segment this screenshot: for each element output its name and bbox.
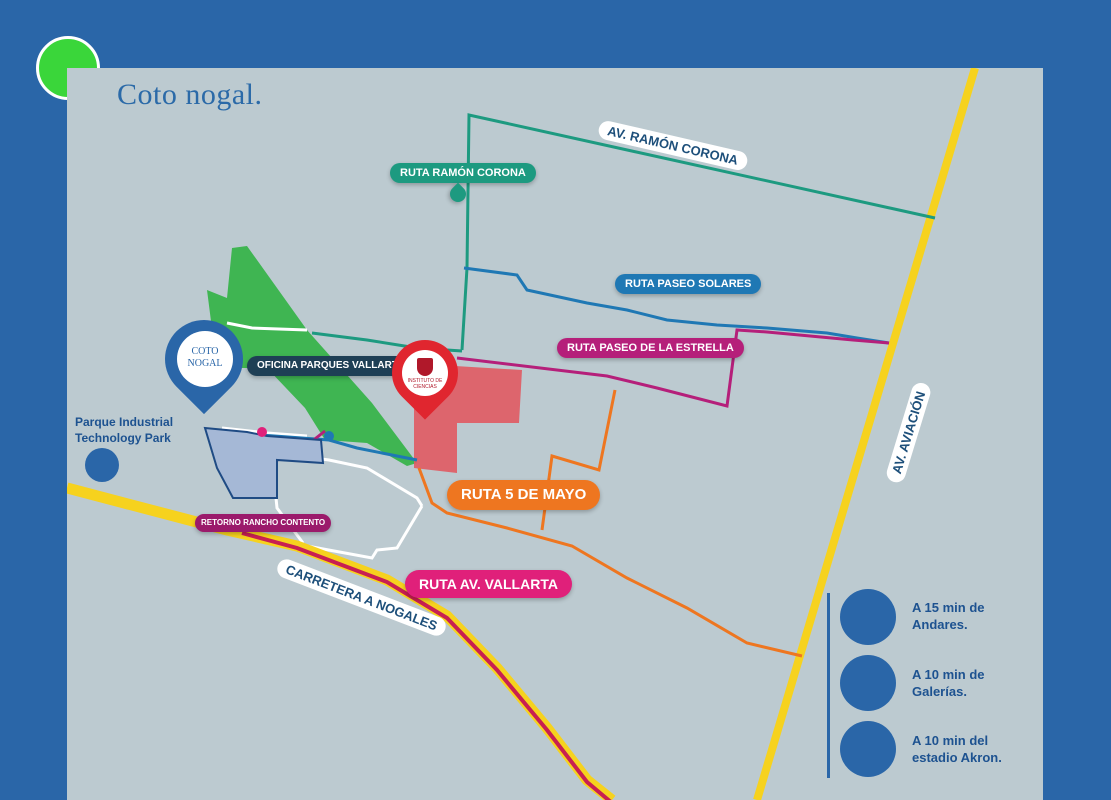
route-label-av-vallarta: RUTA AV. VALLARTA (405, 570, 572, 598)
route-label-paseo-solares: RUTA PASEO SOLARES (615, 274, 762, 294)
highway-carretera-nogales-route (241, 531, 612, 800)
school-pin-badge: INSTITUTO DE CIENCIAS (402, 350, 448, 396)
highway-av-aviacion (753, 68, 979, 800)
coto-nogal-pin-badge: COTO NOGAL (177, 331, 233, 387)
map-canvas (67, 68, 979, 800)
route-5-de-mayo-line (417, 389, 803, 658)
school-crest-icon (417, 358, 433, 376)
info-akron: A 10 min del estadio Akron. (912, 733, 1002, 765)
map-panel: Coto nogal. AV. RAMÓN CORONA AV. AVIACIÓ… (67, 68, 1043, 800)
coto-pin-line2: NOGAL (187, 358, 223, 369)
building-icon (840, 589, 896, 645)
stadium-icon (840, 721, 896, 777)
park-dot (85, 448, 119, 482)
mall-icon (840, 655, 896, 711)
info-divider (827, 593, 830, 778)
page-title: Coto nogal. (117, 78, 263, 111)
coto-nogal-lot (203, 426, 325, 499)
park-caption: Parque Industrial Technology Park (75, 415, 174, 445)
route-label-paseo-estrella: RUTA PASEO DE LA ESTRELLA (557, 338, 744, 358)
school-pin-label: INSTITUTO DE CIENCIAS (407, 378, 443, 390)
route-label-ramon-corona: RUTA RAMÓN CORONA (390, 163, 536, 183)
route-ramon-corona-line (311, 113, 936, 353)
route-label-oficina-parques: OFICINA PARQUES VALLARTA (247, 356, 415, 376)
info-galerias: A 10 min de Galerías. (912, 667, 985, 699)
route-label-retorno-rancho: RETORNO RANCHO CONTENTO (195, 514, 332, 532)
coto-pin-line1: COTO (191, 346, 219, 357)
route-label-5-de-mayo: RUTA 5 DE MAYO (447, 480, 601, 510)
info-andares: A 15 min de Andares. (912, 600, 985, 632)
